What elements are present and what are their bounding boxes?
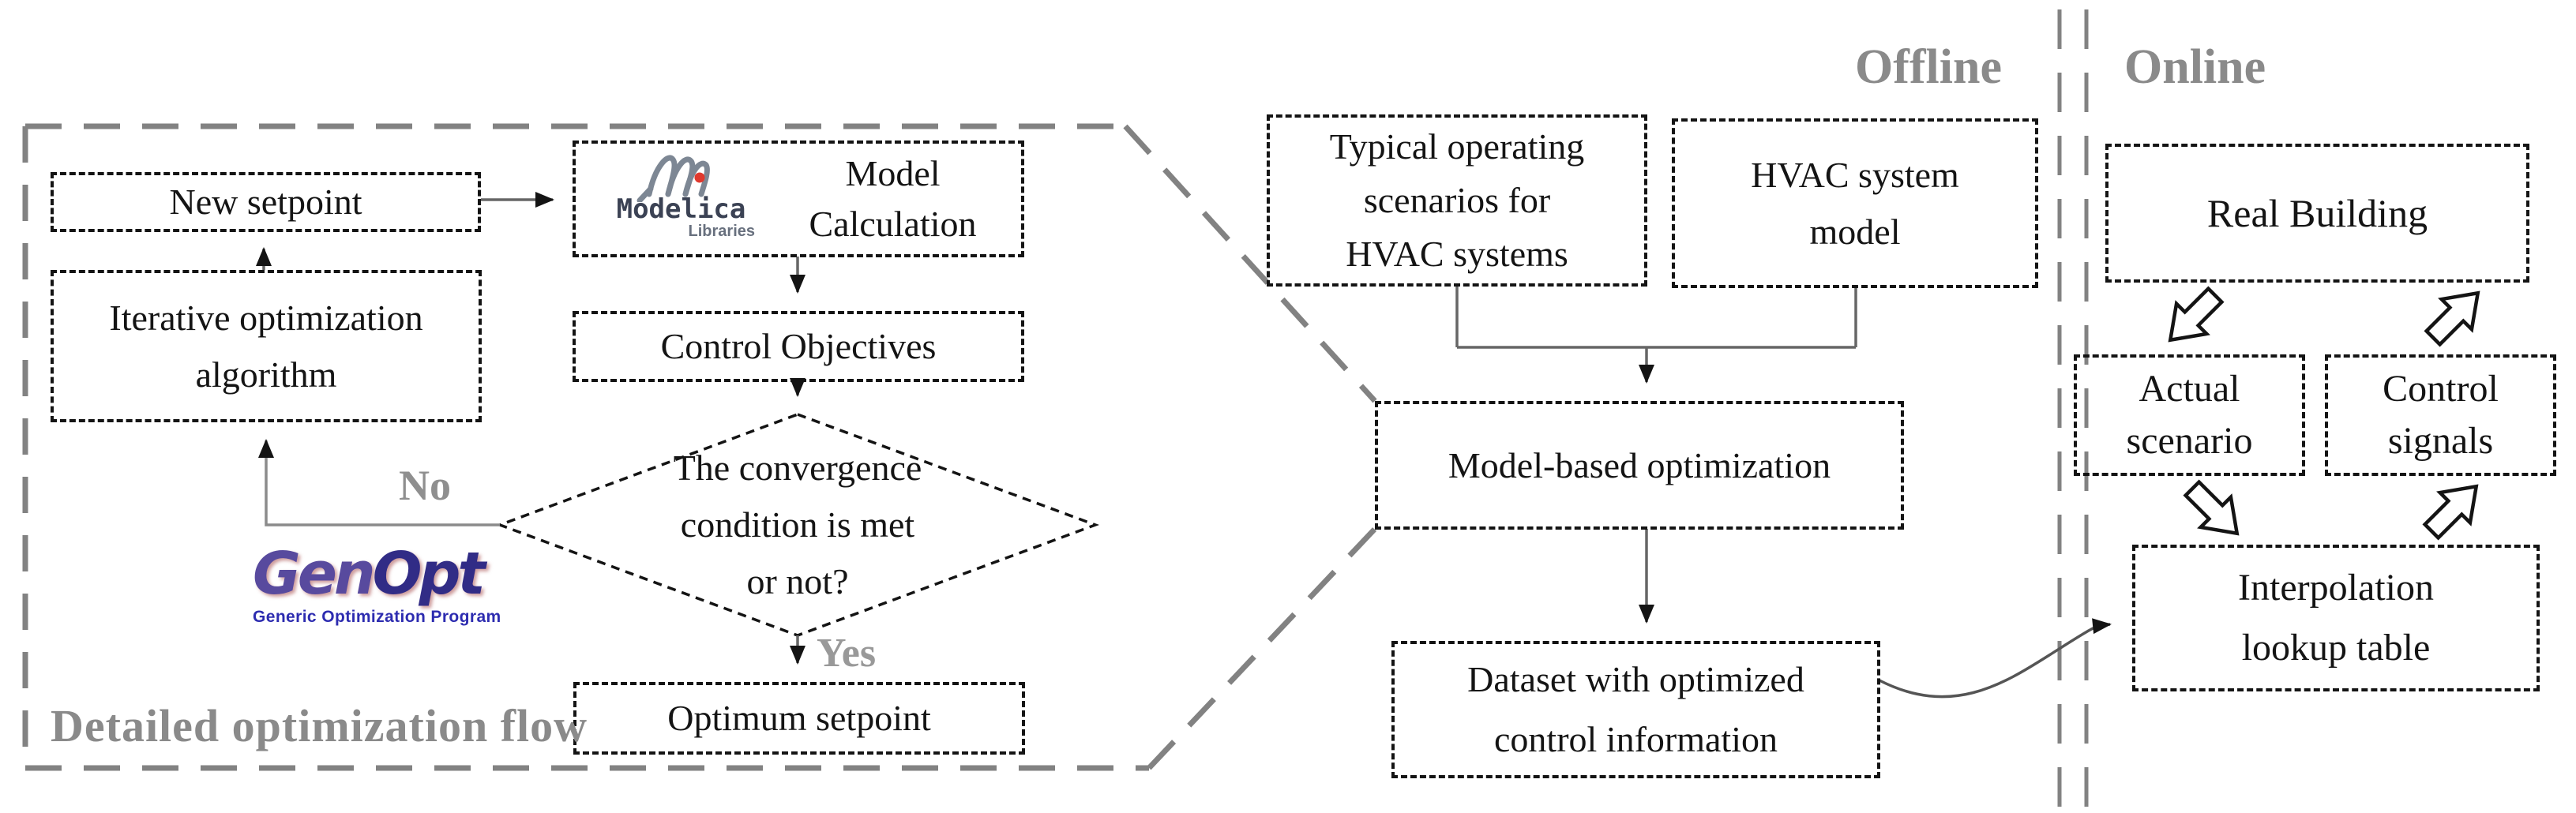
hvac-system-model-box: HVAC system model [1672,118,2038,288]
actual-scenario-box: Actual scenario [2074,354,2305,476]
iterative-label-line2: algorithm [195,354,337,395]
iterative-label-line1: Iterative optimization [109,297,423,338]
dataset-box: Dataset with optimized control informati… [1391,641,1880,778]
optimum-setpoint-label: Optimum setpoint [667,698,931,738]
optimum-setpoint-box: Optimum setpoint [573,682,1025,755]
detail-flow-caption: Detailed optimization flow [51,700,588,751]
real-building-label: Real Building [2206,191,2428,235]
model-calculation-label: Model Calculation [809,153,977,244]
block-arrow-real-to-scenario-icon [2168,286,2225,343]
model-based-optimization-label: Model-based optimization [1448,444,1831,485]
modelica-logo: Modelica Libraries [596,153,766,240]
convergence-decision-label: The convergence condition is met or not? [673,448,922,601]
genopt-wordmark-gen: Gen [253,540,376,608]
iterative-optimization-box: Iterative optimization algorithm [51,270,482,422]
new-setpoint-box: New setpoint [51,172,481,232]
block-arrow-scenario-to-lookup-icon [2183,479,2240,536]
model-calculation-box: Modelica Libraries Model Calculation [573,140,1024,257]
modelica-libraries-label: Libraries [688,223,755,240]
genopt-logo: GenOpt Generic Optimization Program [253,543,505,627]
control-signals-box: Control signals [2325,354,2556,476]
genopt-wordmark-opt: Opt [372,540,486,608]
online-section-label: Online [2124,40,2266,94]
genopt-subtitle: Generic Optimization Program [253,608,501,626]
control-objectives-box: Control Objectives [573,311,1024,382]
modelica-m-icon [636,155,710,202]
model-based-optimization-box: Model-based optimization [1375,401,1904,530]
yes-branch-label: Yes [817,631,877,676]
block-arrow-lookup-to-signals-icon [2422,484,2479,541]
new-setpoint-label: New setpoint [169,182,362,222]
interpolation-lookup-table-box: Interpolation lookup table [2132,545,2540,691]
no-branch-label: No [399,462,451,509]
real-building-box: Real Building [2105,144,2529,283]
typical-scenarios-box: Typical operating scenarios for HVAC sys… [1267,114,1647,287]
control-objectives-label: Control Objectives [660,326,937,366]
block-arrow-signals-to-real-icon [2424,290,2480,347]
modelica-wordmark: Modelica [616,193,746,225]
offline-section-label: Offline [1855,40,2002,94]
